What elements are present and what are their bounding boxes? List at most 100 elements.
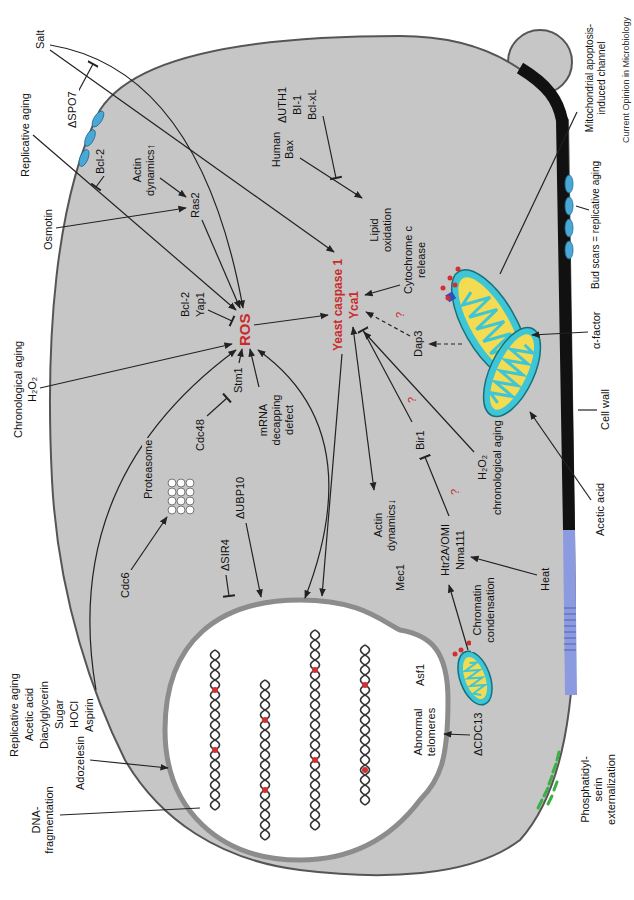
label: Lipid oxidation — [368, 199, 394, 261]
label: Abnormal telomeres — [412, 699, 438, 765]
caspase-label: Yca1 — [347, 289, 361, 321]
arrow — [444, 734, 470, 735]
label: Ras2 — [189, 190, 202, 220]
label: ΔUBP10 — [234, 475, 247, 521]
leader-line — [578, 409, 597, 410]
label: Cell wall — [599, 387, 612, 432]
credit: Current Opinion in Microbiology — [621, 15, 632, 145]
label: Bcl-xL — [306, 87, 319, 122]
pathway-arrows — [33, 45, 597, 815]
label: Sugar — [53, 698, 66, 731]
label: Adozelesin — [74, 734, 87, 792]
inhibition-line — [208, 310, 232, 321]
arrow — [254, 315, 328, 325]
label: Cdc6 — [119, 570, 132, 600]
label: Phosphatidyl-serin externalization — [579, 745, 618, 834]
question-mark: ? — [394, 310, 407, 320]
label: DNA-fragmentation — [30, 778, 56, 862]
label: Salt — [34, 28, 47, 51]
arrow — [353, 327, 374, 490]
arrow — [365, 285, 400, 295]
question-mark: ? — [449, 487, 462, 497]
label: Bir1 — [414, 428, 427, 452]
leader-line — [500, 112, 577, 274]
label: Diacylglycerin — [38, 679, 51, 751]
label: HOCl — [68, 699, 81, 730]
ros-label: ROS — [236, 311, 254, 348]
label: Stm1 — [232, 365, 245, 395]
arrow — [239, 349, 242, 363]
label: Cdc48 — [194, 417, 207, 453]
label: Cytochrome c release — [402, 217, 428, 303]
label: Aspirin — [83, 696, 96, 734]
inhibition-line — [96, 176, 104, 187]
arrow — [50, 45, 243, 308]
label: ΔSPO7 — [66, 89, 79, 130]
label: Mec1 — [394, 562, 407, 593]
arrow — [322, 354, 342, 596]
label: mRNA decapping defect — [257, 387, 296, 453]
inhibition-line — [78, 64, 93, 92]
inhibition-line — [226, 575, 229, 596]
arrow — [530, 412, 591, 500]
dna-damage-dots — [212, 667, 368, 793]
label: H₂O₂ — [26, 375, 39, 404]
label: BI-1 — [291, 93, 304, 117]
label: Replicative aging — [8, 671, 21, 759]
leader-line — [576, 206, 589, 210]
label: ΔCDC13 — [472, 711, 485, 758]
leader-line — [60, 808, 200, 815]
caspase-label: Yeast caspase 1 — [331, 257, 345, 353]
arrow — [449, 585, 468, 650]
cell-wall — [520, 68, 569, 530]
label: ΔSIR4 — [219, 537, 232, 573]
label: Bud scars = replicative aging — [590, 159, 602, 291]
label: Proteasome — [142, 438, 155, 501]
arrow — [300, 158, 362, 198]
label: Heat — [539, 566, 552, 593]
label: chronological aging — [491, 418, 504, 517]
arrow — [532, 332, 588, 335]
arrow — [40, 344, 232, 388]
nucleus — [165, 600, 448, 860]
dashed-arrow — [429, 343, 462, 344]
arrow — [246, 523, 261, 597]
label: Asf1 — [414, 662, 427, 688]
mitochondrion-small — [451, 647, 498, 710]
arrow — [50, 50, 334, 252]
label: Mitochondrial apoptosis-induced channel — [584, 20, 608, 136]
label: Actin dynamics↑ — [131, 136, 157, 204]
wall-stripes — [564, 608, 576, 650]
arrow — [258, 350, 329, 598]
question-mark: ? — [406, 395, 419, 405]
label: Chronological aging — [12, 339, 25, 440]
phosphatidylserine-marks — [538, 752, 559, 808]
released-proteins — [441, 267, 472, 657]
label: Dap3 — [412, 329, 425, 359]
arrow — [90, 350, 236, 690]
label: Acetic acid — [594, 481, 607, 538]
inhibition-line — [425, 457, 449, 516]
arrow — [131, 517, 167, 570]
arrow — [90, 760, 168, 768]
inhibition-line — [207, 398, 227, 416]
cell-wall-blue — [569, 530, 571, 695]
label: Actin dynamics↓ — [372, 491, 398, 559]
label: Osmotin — [42, 207, 55, 252]
label: Nma111 — [454, 528, 467, 572]
label: Bcl-2 — [94, 147, 107, 176]
dna-helices — [211, 630, 370, 840]
label: Bcl-2 — [179, 290, 192, 319]
label: ΔUTH1 — [276, 85, 289, 125]
inhibition-line — [323, 116, 336, 178]
label: H₂O₂ — [476, 453, 489, 482]
label: α-factor — [590, 309, 603, 351]
arrow — [160, 178, 186, 197]
label: Htr2A/OMI — [439, 522, 452, 578]
label: Chromatin condensation — [471, 568, 497, 652]
proteasome-icon — [168, 479, 194, 514]
yeast-cell — [50, 36, 575, 875]
